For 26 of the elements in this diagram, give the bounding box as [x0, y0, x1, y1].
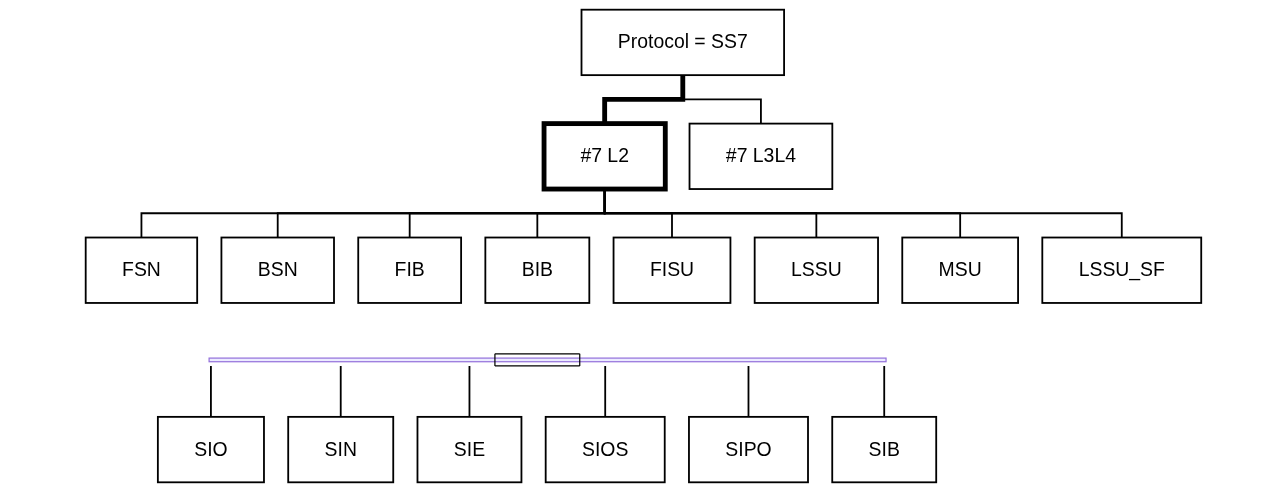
- node-box: Protocol = SS7: [580, 8, 785, 77]
- node-box: #7 L3L4: [688, 122, 833, 190]
- connector-line: [603, 365, 606, 418]
- node-box: SIN: [286, 415, 394, 484]
- node-box: SIOS: [544, 415, 666, 484]
- connector-line: [601, 75, 685, 124]
- node-box: SIPO: [687, 415, 809, 484]
- node-box: SIO: [156, 415, 265, 484]
- connector-line: [882, 365, 885, 418]
- node-box: FIB: [356, 236, 462, 304]
- node-box: BSN: [220, 236, 335, 304]
- node-box: SIE: [416, 415, 522, 484]
- node-box: FSN: [84, 236, 198, 304]
- connector-line: [747, 365, 749, 418]
- node-box: LSSU: [753, 236, 879, 304]
- connector-line: [339, 365, 342, 418]
- node-box: #7 L2: [541, 121, 668, 192]
- connector-line: [468, 365, 470, 418]
- node-box: MSU: [900, 236, 1019, 304]
- connector-line: [681, 74, 762, 125]
- node-box: SIB: [830, 415, 937, 484]
- node-box: LSSU_SF: [1040, 236, 1202, 304]
- bus-bar: [208, 353, 887, 367]
- connector-line: [209, 365, 212, 418]
- node-box: FISU: [612, 236, 731, 304]
- node-box: BIB: [483, 236, 590, 304]
